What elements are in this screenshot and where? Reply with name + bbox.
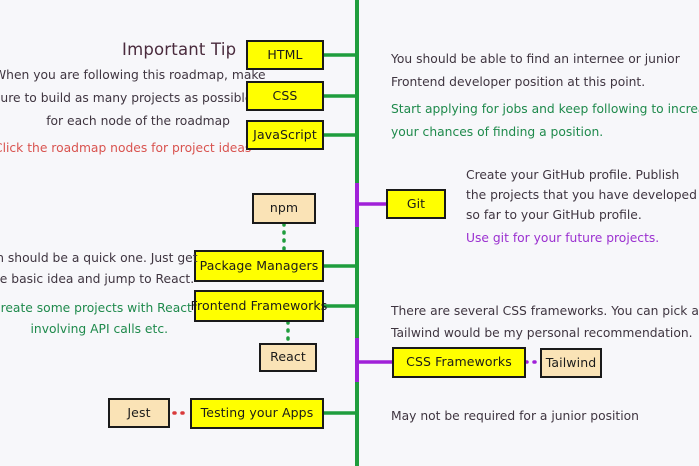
css-frameworks-note-line-1: There are several CSS frameworks. You ca… <box>391 304 699 318</box>
node-jest[interactable]: Jest <box>108 398 170 428</box>
node-frontend-frameworks[interactable]: Frontend Frameworks <box>191 290 327 322</box>
important-tip-line-1: When you are following this roadmap, mak… <box>0 68 266 82</box>
node-npm[interactable]: npm <box>252 193 316 224</box>
node-css[interactable]: CSS <box>246 81 324 111</box>
git-note-line-4: Use git for your future projects. <box>466 231 660 245</box>
job-note-line-3: Start applying for jobs and keep followi… <box>391 102 699 116</box>
testing-note-line-1: May not be required for a junior positio… <box>391 409 639 423</box>
important-tip-cta: Click the roadmap nodes for project idea… <box>0 141 252 155</box>
node-css-frameworks[interactable]: CSS Frameworks <box>392 347 526 378</box>
git-note-line-1: Create your GitHub profile. Publish <box>466 168 680 182</box>
job-note-line-2: Frontend developer position at this poin… <box>391 75 646 89</box>
packages-note-line-4: involving API calls etc. <box>30 322 169 336</box>
packages-note-line-1: m should be a quick one. Just get <box>0 251 198 265</box>
important-tip-line-2: sure to build as many projects as possib… <box>0 91 253 105</box>
important-tip-heading: Important Tip <box>122 40 237 59</box>
node-testing-your-apps[interactable]: Testing your Apps <box>190 398 324 429</box>
node-javascript[interactable]: JavaScript <box>246 120 324 150</box>
node-package-managers[interactable]: Package Managers <box>194 250 324 282</box>
node-tailwind[interactable]: Tailwind <box>540 348 602 378</box>
node-html[interactable]: HTML <box>246 40 324 70</box>
node-git[interactable]: Git <box>386 189 446 219</box>
job-note-line-4: your chances of finding a position. <box>391 125 604 139</box>
important-tip-line-3: for each node of the roadmap <box>46 114 230 128</box>
job-note-line-1: You should be able to find an internee o… <box>391 52 680 66</box>
css-frameworks-note-line-2: Tailwind would be my personal recommenda… <box>391 326 693 340</box>
packages-note-line-3: Create some projects with React <box>0 301 192 315</box>
git-note-line-3: so far to your GitHub profile. <box>466 208 642 222</box>
packages-note-line-2: he basic idea and jump to React. <box>0 272 195 286</box>
git-note-line-2: the projects that you have developed <box>466 188 697 202</box>
node-react[interactable]: React <box>259 343 317 372</box>
